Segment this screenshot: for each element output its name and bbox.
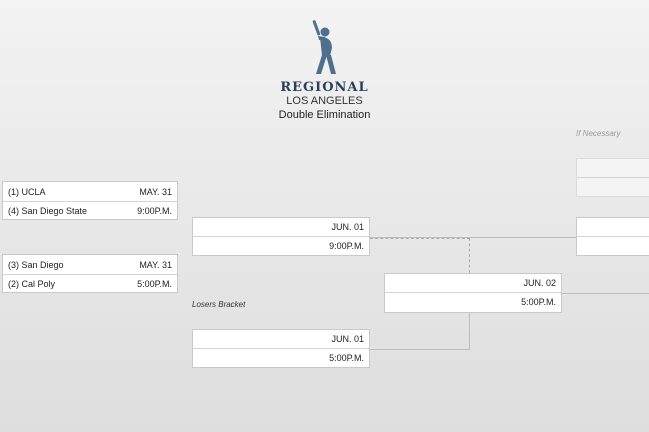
bracket-location: LOS ANGELES [286,95,363,107]
team-seed: (1) [8,186,19,197]
connector-losers-vertical [469,313,470,350]
game-date: JUN. 01 [331,222,364,232]
elimination-game[interactable]: JUN. 02 5:00P.M. [384,273,562,313]
matchup-2[interactable]: (3) San Diego MAY. 31 (2) Cal Poly 5:00P… [2,254,178,293]
connector-losers-horizontal [370,349,470,350]
if-necessary-game[interactable] [576,158,649,197]
championship-game[interactable] [576,217,649,256]
connector-winners-to-final [370,237,576,238]
team-name: UCLA [21,186,46,197]
team-name: San Diego State [21,206,88,216]
matchup-1[interactable]: (1) UCLA MAY. 31 (4) San Diego State 9:0… [2,181,178,220]
game-time: 5:00P.M. [137,279,172,289]
losers-bracket-label: Losers Bracket [192,300,246,309]
game-time: 5:00P.M. [193,348,369,366]
game-time: 9:00P.M. [193,236,369,254]
if-necessary-label: If Necessary [576,129,621,138]
team-name: Cal Poly [21,279,56,289]
game-date: JUN. 01 [331,334,364,344]
team-seed: (4) [8,206,19,216]
matchup-2-team-1[interactable]: (3) San Diego MAY. 31 [3,255,177,274]
winners-round-2-game[interactable]: JUN. 01 9:00P.M. [192,217,370,256]
matchup-1-team-1[interactable]: (1) UCLA MAY. 31 [3,182,177,201]
connector-elimination-to-final [562,293,649,294]
loser-drop-line-vertical [469,238,470,273]
game-time: 9:00P.M. [137,206,172,216]
game-date: JUN. 02 [523,278,556,288]
bracket-title: REGIONAL [280,80,369,95]
team-seed: (3) [8,259,19,270]
game-date: MAY. 31 [139,186,172,197]
losers-round-1-game[interactable]: JUN. 01 5:00P.M. [192,329,370,368]
loser-drop-line-horizontal [370,238,470,239]
bracket-header: REGIONAL LOS ANGELES Double Elimination [0,18,649,122]
team-name: San Diego [21,259,64,270]
bracket-format: Double Elimination [278,109,371,121]
baseball-batter-icon [312,20,336,74]
game-date: MAY. 31 [139,259,172,270]
team-seed: (2) [8,279,19,289]
matchup-2-team-2[interactable]: (2) Cal Poly 5:00P.M. [3,274,177,293]
game-time: 5:00P.M. [385,292,561,310]
matchup-1-team-2[interactable]: (4) San Diego State 9:00P.M. [3,201,177,220]
